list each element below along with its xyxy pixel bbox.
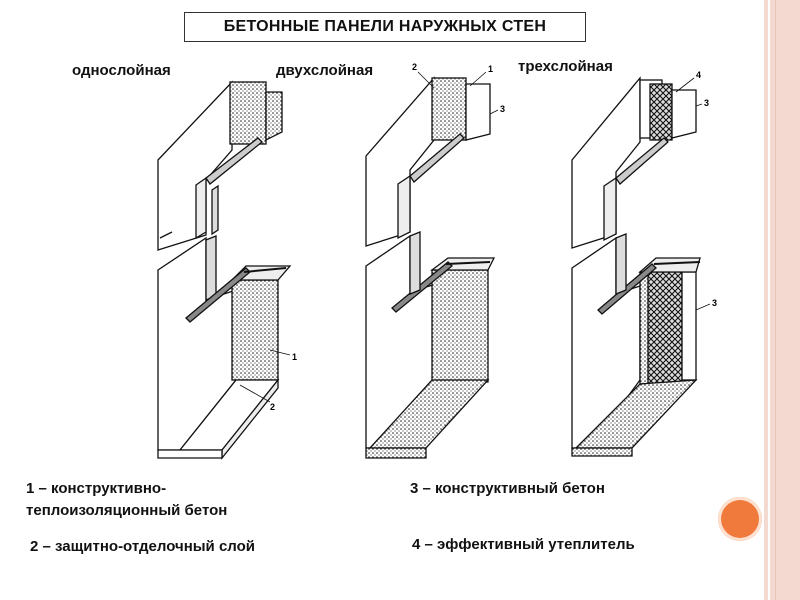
callout-1-double: 1 [488, 64, 493, 74]
callout-2-single: 2 [270, 402, 275, 412]
legend-item-1-line2: теплоизоляционный бетон [26, 502, 228, 519]
legend-item-1-line1: 1 – конструктивно- [26, 480, 167, 497]
panel-double-layer [365, 76, 496, 459]
legend-item-2: 2 – защитно-отделочный слой [30, 538, 256, 555]
insulating-layer-upper [431, 77, 467, 141]
callouts-double: 2 1 3 [412, 62, 505, 115]
callouts-triple: 4 3 3 [675, 70, 717, 311]
callout-3-triple-upper: 3 [704, 98, 709, 108]
callout-4-triple: 4 [696, 70, 701, 80]
slide-title: БЕТОННЫЕ ПАНЕЛИ НАРУЖНЫХ СТЕН [184, 12, 586, 42]
insulating-layer-lower [431, 269, 489, 383]
callout-3-double: 3 [500, 104, 505, 114]
insulation-layer-lower [647, 271, 683, 385]
panel-single-layer [157, 80, 292, 460]
core-layer-lower [231, 279, 279, 381]
decorative-side-line-inner [775, 0, 776, 600]
panel-triple-layer [571, 76, 701, 457]
label-double-layer: двухслойная [276, 62, 374, 79]
callouts-single: 1 2 [239, 349, 297, 412]
legend-item-3: 3 – конструктивный бетон [410, 480, 605, 497]
callout-2-double: 2 [412, 62, 417, 72]
label-triple-layer: трехслойная [518, 58, 613, 75]
callout-1-single: 1 [292, 352, 297, 362]
label-single-layer: однослойная [72, 62, 171, 79]
orange-circle-decoration [718, 497, 762, 541]
core-layer-upper [229, 81, 267, 145]
callout-3-triple-lower: 3 [712, 298, 717, 308]
decorative-side-band [764, 0, 800, 600]
legend-item-1: 1 – конструктивно- теплоизоляционный бет… [26, 478, 227, 522]
legend-item-4: 4 – эффективный утеплитель [412, 536, 635, 553]
insulation-layer-upper [649, 83, 673, 141]
decorative-side-line [768, 0, 770, 600]
